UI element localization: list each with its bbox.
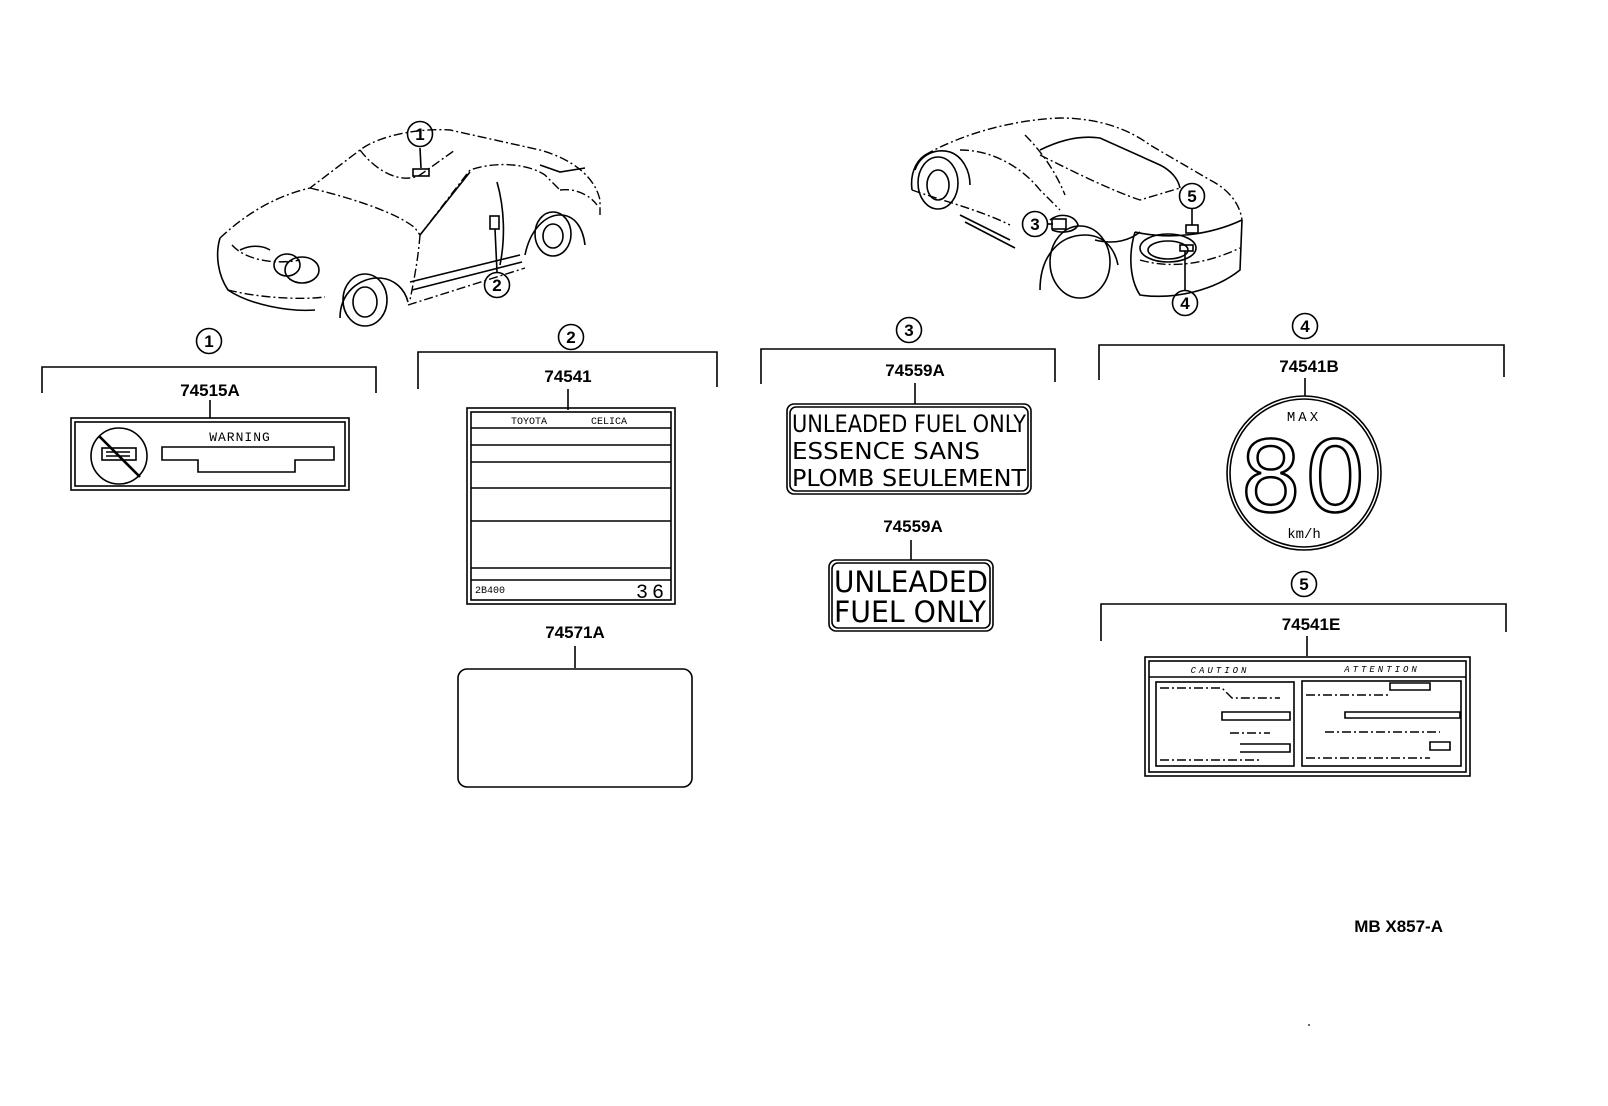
- label-group-4: 4 74541B MAX 80 km/h: [1098, 312, 1505, 551]
- diagram-code: MB X857-A: [1354, 917, 1443, 936]
- speed-limit-label: MAX 80 km/h: [1226, 395, 1382, 551]
- no-smoking-icon: [90, 427, 148, 485]
- svg-text:2: 2: [492, 276, 501, 295]
- part-number-74515A: 74515A: [180, 381, 240, 400]
- callout-5-car: 5: [1178, 182, 1206, 210]
- front-car-illustration: [216, 128, 601, 327]
- svg-text:4: 4: [1300, 317, 1310, 336]
- callout-4-car: 4: [1171, 289, 1199, 317]
- blank-label-74571A: [457, 668, 693, 788]
- caution-attention-label: CAUTION ATTENTION: [1144, 656, 1471, 777]
- fuel-line-2: ESSENCE SANS: [792, 439, 980, 465]
- part-number-74541B: 74541B: [1279, 357, 1339, 376]
- part-number-74541: 74541: [544, 367, 591, 386]
- label-code: 2B400: [475, 586, 505, 597]
- svg-text:3: 3: [904, 321, 913, 340]
- svg-text:3: 3: [1030, 215, 1039, 234]
- callout-3-car: 3: [1021, 210, 1053, 238]
- warning-heading: WARNING: [209, 430, 271, 445]
- speck: [1308, 1024, 1310, 1026]
- svg-text:2: 2: [566, 328, 575, 347]
- fuel-line-3: PLOMB SEULEMENT: [792, 466, 1026, 492]
- speed-value: 80: [1240, 421, 1369, 535]
- unleaded-fuel-label-small: UNLEADED FUEL ONLY: [828, 559, 994, 632]
- label-number: 36: [636, 582, 668, 605]
- speed-unit: km/h: [1287, 527, 1321, 543]
- svg-text:4: 4: [1180, 294, 1190, 313]
- brand-toyota: TOYOTA: [511, 417, 547, 428]
- part-number-74571A: 74571A: [545, 623, 605, 642]
- caution-heading: CAUTION: [1191, 666, 1250, 676]
- label-group-3: 3 74559A UNLEADED FUEL ONLY ESSENCE SANS…: [760, 316, 1056, 632]
- svg-text:5: 5: [1187, 187, 1196, 206]
- unleaded-line-2: FUEL ONLY: [834, 595, 987, 629]
- part-number-74559A-small: 74559A: [883, 517, 943, 536]
- callout-1-number: 1: [204, 332, 213, 351]
- label-group-1: 1 74515A WARNING: [41, 327, 377, 491]
- part-number-74541E: 74541E: [1282, 615, 1341, 634]
- brand-celica: CELICA: [591, 417, 627, 428]
- label-group-5: 5 74541E CAUTION ATTENTION: [1100, 570, 1507, 777]
- warning-label: WARNING: [70, 417, 350, 491]
- max-text: MAX: [1287, 410, 1321, 426]
- unleaded-fuel-label-bilingual: UNLEADED FUEL ONLY ESSENCE SANS PLOMB SE…: [786, 403, 1032, 495]
- svg-text:5: 5: [1299, 575, 1308, 594]
- attention-heading: ATTENTION: [1343, 665, 1420, 675]
- unleaded-line-1: UNLEADED: [834, 565, 988, 599]
- label-group-2: 2 74541 TOYOTA CELICA 2B400 36 74571A: [417, 323, 718, 788]
- fuel-line-1: UNLEADED FUEL ONLY: [792, 410, 1027, 438]
- rear-car-illustration: [910, 117, 1243, 299]
- callout-2-car: 2: [483, 271, 511, 299]
- callout-1-car: 1: [406, 120, 434, 148]
- vehicle-id-label: TOYOTA CELICA 2B400 36: [466, 407, 676, 605]
- callout-1-group: [195, 327, 223, 355]
- svg-text:1: 1: [415, 125, 424, 144]
- part-number-74559A: 74559A: [885, 361, 945, 380]
